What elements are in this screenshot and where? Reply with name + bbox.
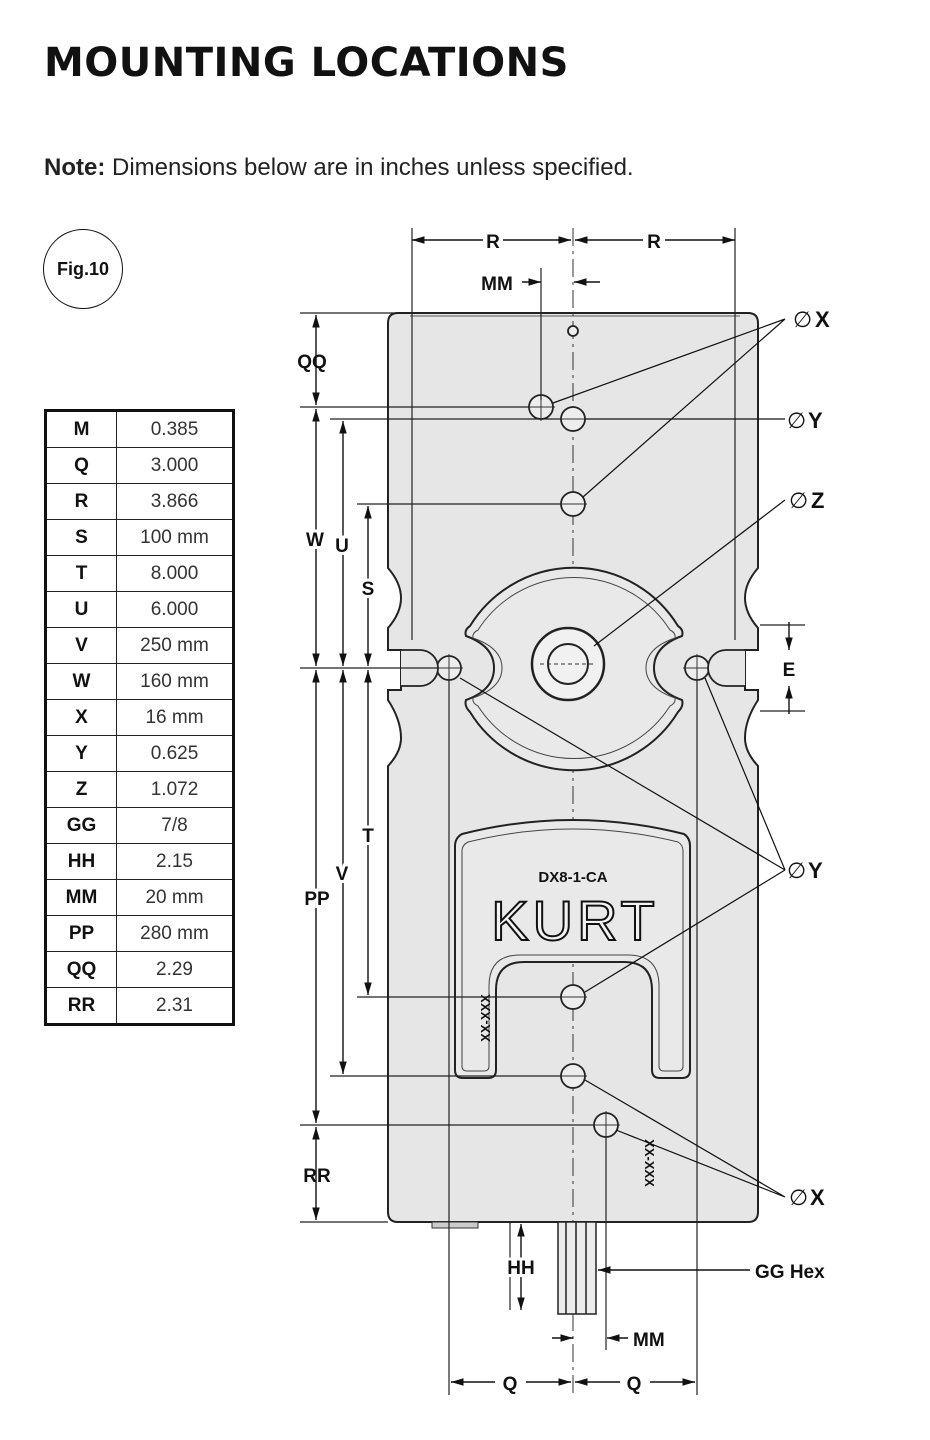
- dimension-value: 2.31: [116, 987, 234, 1025]
- label-t: T: [362, 826, 374, 847]
- serial-text-right: XX-XXX: [642, 1139, 657, 1187]
- dimension-value: 1.072: [116, 771, 234, 808]
- leader-x-top: [552, 318, 786, 498]
- hex-drive: [557, 1221, 597, 1315]
- note-label: Note:: [44, 154, 106, 181]
- label-mm-top: MM: [481, 274, 513, 295]
- dimension-note: Note: Dimensions below are in inches unl…: [44, 154, 634, 182]
- label-mm-bottom: MM: [633, 1330, 665, 1351]
- leader-x-bottom: [584, 1079, 786, 1198]
- callout-y-mid: Y: [808, 858, 823, 883]
- label-q-left: Q: [503, 1374, 518, 1395]
- diameter-symbol-z: ∅: [789, 488, 808, 513]
- dimension-key: W: [45, 663, 117, 700]
- extension-lines-left: [300, 312, 594, 1223]
- label-r-right: R: [647, 232, 661, 253]
- label-pocket-inner: [461, 828, 684, 1072]
- diameter-symbol-y-mid: ∅: [787, 858, 806, 883]
- dimension-value: 20 mm: [116, 879, 234, 916]
- dimension-value: 3.000: [116, 447, 234, 484]
- label-rr: RR: [303, 1166, 331, 1187]
- slot-notch-right: [707, 649, 745, 687]
- dimension-value: 3.866: [116, 483, 234, 520]
- brand-text: KURT: [491, 889, 658, 952]
- hole-crosshairs: [435, 393, 711, 1139]
- label-v: V: [336, 864, 349, 885]
- label-qq: QQ: [297, 352, 327, 373]
- label-hh: HH: [507, 1258, 534, 1279]
- hole-top-small: [567, 325, 579, 337]
- label-pocket: [454, 819, 691, 1079]
- label-gg-hex: GG Hex: [755, 1262, 825, 1283]
- label-u: U: [335, 536, 349, 557]
- label-w: W: [306, 530, 324, 551]
- figure-label: Fig.10: [56, 258, 109, 279]
- dimension-value: 7/8: [116, 807, 234, 844]
- dimension-key: PP: [45, 915, 117, 952]
- dimension-key: MM: [45, 879, 117, 916]
- label-s: S: [362, 579, 375, 600]
- diameter-symbol-x-bottom: ∅: [789, 1185, 808, 1210]
- page-title: MOUNTING LOCATIONS: [44, 40, 569, 86]
- label-e: E: [783, 660, 796, 681]
- label-r-left: R: [486, 232, 500, 253]
- diameter-symbol-x-top: ∅: [793, 307, 812, 332]
- callout-z: Z: [811, 488, 824, 513]
- dimension-value: 6.000: [116, 591, 234, 628]
- leader-z: [593, 499, 786, 647]
- callout-x-bottom: X: [810, 1185, 825, 1210]
- leader-y-mid: [459, 677, 786, 993]
- dimension-value: 8.000: [116, 555, 234, 592]
- part-number-text: DX8-1-CA: [538, 869, 607, 886]
- dimension-value: 250 mm: [116, 627, 234, 664]
- extension-lines-top: [411, 228, 736, 640]
- callout-y-top: Y: [808, 408, 823, 433]
- center-pocket-inner: [472, 576, 676, 760]
- dimension-value: 100 mm: [116, 519, 234, 556]
- extension-lines-bottom: [448, 624, 805, 1395]
- callout-x-top: X: [815, 307, 830, 332]
- dimension-key: HH: [45, 843, 117, 880]
- diameter-symbol-y-top: ∅: [787, 408, 806, 433]
- dimension-key: RR: [45, 987, 117, 1025]
- note-text: Dimensions below are in inches unless sp…: [112, 154, 634, 181]
- label-q-right: Q: [627, 1374, 642, 1395]
- dimension-key: S: [45, 519, 117, 556]
- dimension-key: T: [45, 555, 117, 592]
- dimension-key: Y: [45, 735, 117, 772]
- serial-text-left: XX-XXX: [478, 994, 493, 1042]
- label-pp: PP: [304, 889, 330, 910]
- bottom-tab: [431, 1221, 479, 1229]
- figure-label-circle: Fig.10: [43, 229, 123, 309]
- dimension-key: V: [45, 627, 117, 664]
- dimension-value: 16 mm: [116, 699, 234, 736]
